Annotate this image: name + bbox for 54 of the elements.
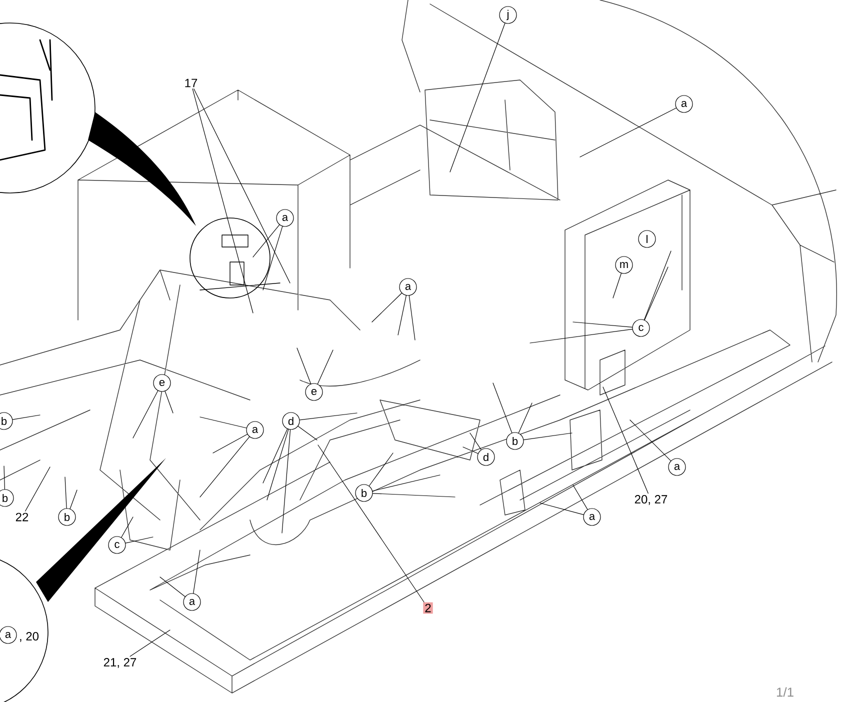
leader-line xyxy=(160,576,186,597)
leader-line xyxy=(262,226,283,290)
callout-text: , 20 xyxy=(20,632,39,642)
leader-line xyxy=(262,428,288,484)
leader-line xyxy=(372,474,440,492)
leader-line xyxy=(298,426,318,440)
part-number: 20, 27 xyxy=(632,494,670,506)
leader-line xyxy=(4,466,6,490)
leader-line xyxy=(70,490,78,510)
leader-line xyxy=(212,434,248,454)
leader-line xyxy=(372,292,402,322)
leader-line xyxy=(125,536,154,544)
leader-line xyxy=(602,386,648,494)
leader-line xyxy=(266,429,289,500)
leader-line xyxy=(12,414,40,420)
leader-line xyxy=(572,322,633,328)
leader-line xyxy=(193,550,200,594)
leader-line xyxy=(252,224,280,258)
leader-line xyxy=(372,493,456,498)
leader-line xyxy=(121,516,134,538)
leader-line xyxy=(132,390,158,438)
leader-line xyxy=(462,446,478,454)
page-number: 1/1 xyxy=(776,687,794,697)
leader-line xyxy=(200,436,250,498)
part-number: 21, 27 xyxy=(102,656,138,670)
part-number: 2 xyxy=(423,602,433,614)
leader-line xyxy=(25,466,50,512)
leader-line xyxy=(318,444,424,602)
leader-line xyxy=(530,328,633,344)
leader-line xyxy=(282,429,291,534)
leader-line xyxy=(572,484,588,510)
leader-line xyxy=(368,452,394,486)
leader-line xyxy=(523,432,572,440)
leader-line xyxy=(299,412,358,420)
leader-line xyxy=(518,402,532,434)
leader-line xyxy=(540,502,584,516)
leader-line xyxy=(398,295,406,336)
leader-line xyxy=(612,273,622,298)
leader-line xyxy=(492,382,512,434)
leader-line xyxy=(130,630,170,657)
leader-line xyxy=(64,476,67,509)
leader-line xyxy=(408,295,416,340)
leader-line xyxy=(644,266,668,320)
leader-line xyxy=(194,88,290,284)
leader-line xyxy=(192,88,254,314)
leader-line xyxy=(450,22,506,172)
leader-line xyxy=(580,108,676,158)
leader-line xyxy=(296,348,312,384)
leader-line xyxy=(200,416,247,428)
leader-line xyxy=(470,432,482,450)
leader-line xyxy=(164,390,174,414)
leader-line xyxy=(644,250,672,320)
leader-line xyxy=(630,420,672,462)
leader-line xyxy=(317,350,334,384)
